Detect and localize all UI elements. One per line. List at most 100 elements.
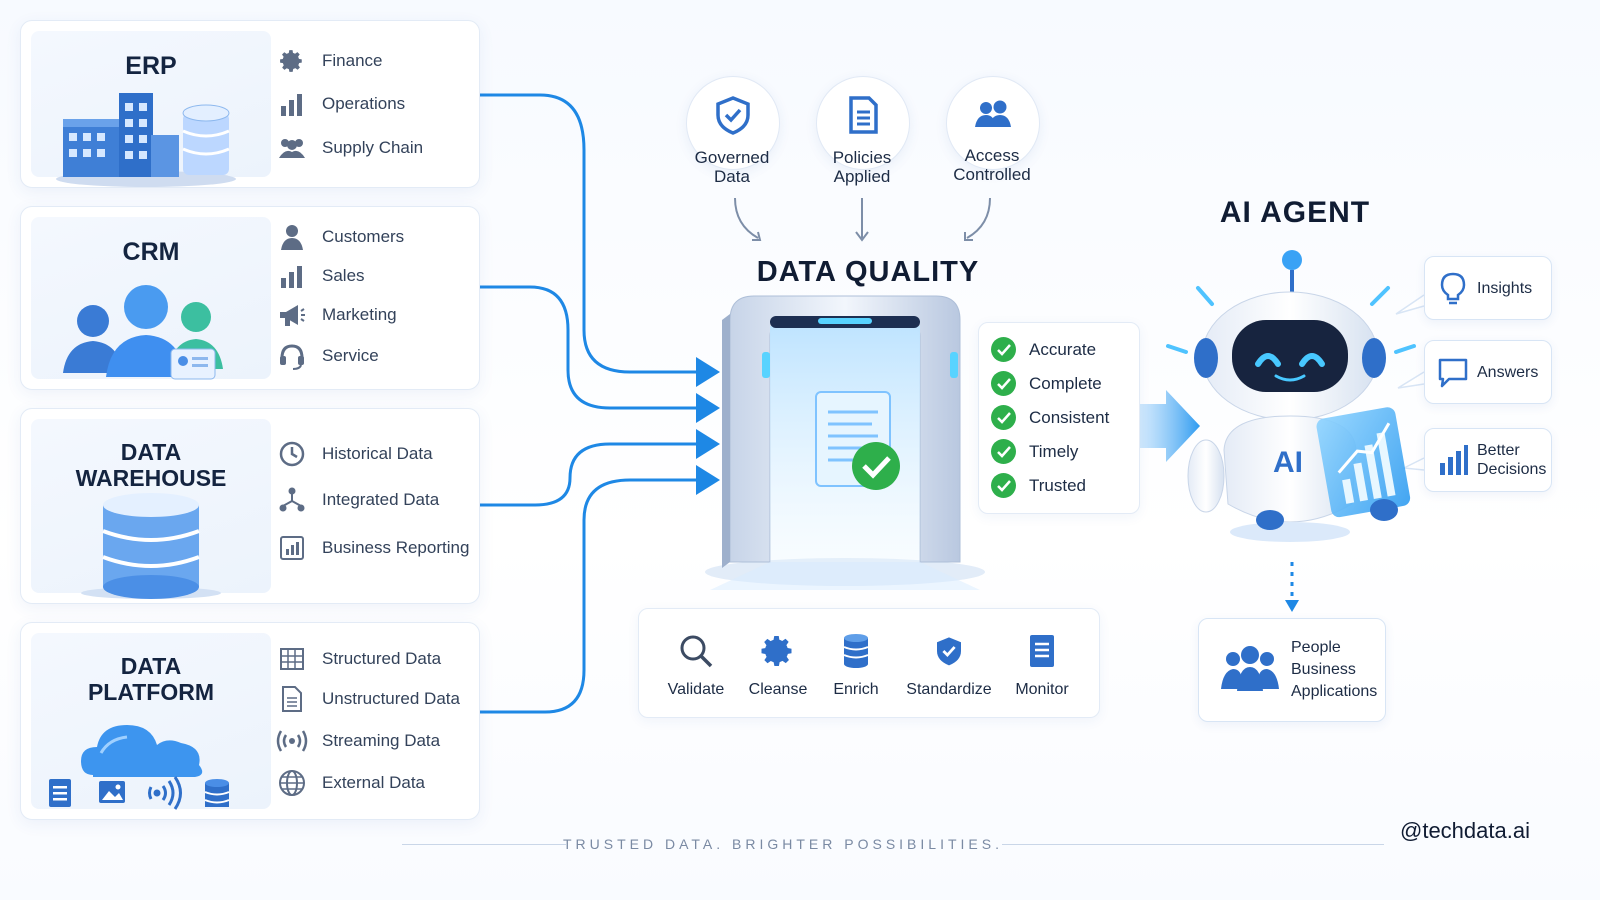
tagline-divider-left xyxy=(402,844,566,845)
report-chart-icon xyxy=(276,534,308,562)
ai-robot-illustration xyxy=(1166,250,1416,542)
connector-platform xyxy=(470,465,720,714)
document-check xyxy=(815,391,900,490)
list-item[interactable]: Sales xyxy=(276,262,365,290)
data-platform-card[interactable]: DATA PLATFORM Structured Data Unstructur… xyxy=(20,622,480,820)
image-icon xyxy=(99,781,125,803)
connector-crm xyxy=(470,285,720,423)
crm-people-illustration xyxy=(63,285,223,380)
bar-chart-icon xyxy=(276,90,308,118)
erp-building-illustration xyxy=(56,93,236,187)
check-consistent: Consistent xyxy=(991,405,1109,430)
output-answers[interactable]: Answers xyxy=(1424,340,1552,404)
list-item[interactable]: Service xyxy=(276,342,379,370)
output-better-decisions[interactable]: Better Decisions xyxy=(1424,428,1552,492)
list-item[interactable]: External Data xyxy=(276,769,425,797)
gov-arrow-1 xyxy=(734,197,759,239)
check-icon xyxy=(991,337,1016,362)
data-quality-gate-illustration xyxy=(705,295,985,590)
step-monitor[interactable]: Monitor xyxy=(997,631,1087,699)
shield-check-icon xyxy=(937,637,961,666)
crm-panel: CRM xyxy=(31,217,271,380)
connector-warehouse xyxy=(470,429,720,507)
access-controlled-label: Access Controlled xyxy=(953,146,1031,184)
headset-icon xyxy=(276,342,308,370)
step-cleanse[interactable]: Cleanse xyxy=(733,631,823,699)
gov-arrow-3 xyxy=(966,197,991,239)
magnifier-icon xyxy=(680,635,713,668)
shield-check-icon xyxy=(716,96,750,135)
database-icon xyxy=(204,779,230,807)
crm-title: CRM xyxy=(122,238,180,266)
megaphone-icon xyxy=(276,301,308,329)
cloud-illustration xyxy=(49,725,230,810)
check-icon xyxy=(991,405,1016,430)
governed-data-label: Governed Data xyxy=(694,148,770,186)
users-icon xyxy=(975,100,1011,127)
policies-applied-label: Policies Applied xyxy=(832,148,892,186)
data-warehouse-title: DATA WAREHOUSE xyxy=(75,439,227,491)
output-insights[interactable]: Insights xyxy=(1424,256,1552,320)
list-item[interactable]: Finance xyxy=(276,47,382,75)
users-group-icon xyxy=(1221,646,1279,691)
document-icon xyxy=(49,779,71,807)
list-item[interactable]: Supply Chain xyxy=(276,134,423,162)
gear-icon xyxy=(276,47,308,75)
grid-table-icon xyxy=(276,645,308,673)
list-item[interactable]: Streaming Data xyxy=(276,727,440,755)
list-item[interactable]: Unstructured Data xyxy=(276,685,460,713)
user-icon xyxy=(276,223,308,251)
list-item[interactable]: Operations xyxy=(276,90,405,118)
step-enrich[interactable]: Enrich xyxy=(811,631,901,699)
data-quality-title: DATA QUALITY xyxy=(756,256,980,288)
governed-data-badge[interactable] xyxy=(686,76,780,170)
data-platform-title: DATA PLATFORM xyxy=(87,653,215,705)
gear-icon xyxy=(761,636,792,666)
connector-erp xyxy=(470,93,720,387)
bar-chart-icon xyxy=(276,262,308,290)
list-item[interactable]: Business Reporting xyxy=(276,534,469,562)
check-icon xyxy=(991,439,1016,464)
document-icon xyxy=(276,685,308,713)
crm-card[interactable]: CRM Customers Sales Marketing Serv xyxy=(20,206,480,390)
clipboard-icon xyxy=(1030,635,1054,667)
erp-title: ERP xyxy=(125,52,177,80)
network-nodes-icon xyxy=(276,486,308,514)
list-item[interactable]: Marketing xyxy=(276,301,397,329)
check-accurate: Accurate xyxy=(991,337,1096,362)
lightbulb-icon xyxy=(1440,272,1466,305)
check-icon xyxy=(991,473,1016,498)
check-trusted: Trusted xyxy=(991,473,1086,498)
chat-bubble-icon xyxy=(1438,358,1468,388)
people-business-applications-card[interactable]: People Business Applications xyxy=(1198,618,1386,722)
brand-handle: @techdata.ai xyxy=(1400,818,1530,843)
erp-panel: ERP xyxy=(31,31,271,187)
policies-applied-badge[interactable] xyxy=(816,76,910,170)
process-steps-card: Validate Cleanse Enrich Standardize Moni… xyxy=(638,608,1100,718)
streaming-icon xyxy=(148,776,182,810)
tagline-divider-right xyxy=(1002,844,1384,845)
check-icon xyxy=(991,371,1016,396)
data-warehouse-panel: DATA WAREHOUSE xyxy=(31,419,271,599)
access-controlled-badge[interactable] xyxy=(946,76,1040,170)
erp-card[interactable]: ERP Finance Operations Supply Chain xyxy=(20,20,480,188)
policy-document-icon xyxy=(849,96,878,134)
step-validate[interactable]: Validate xyxy=(651,631,741,699)
data-warehouse-card[interactable]: DATA WAREHOUSE Historical Data Integrate… xyxy=(20,408,480,604)
clock-icon xyxy=(276,440,308,468)
quality-checks-card: Accurate Complete Consistent Timely Trus… xyxy=(978,322,1140,514)
step-standardize[interactable]: Standardize xyxy=(901,631,997,699)
list-item[interactable]: Customers xyxy=(276,223,404,251)
database-illustration xyxy=(81,493,221,599)
ai-badge-label: AI xyxy=(1273,446,1303,479)
ai-agent-title: AI AGENT xyxy=(1219,196,1371,229)
list-item[interactable]: Integrated Data xyxy=(276,486,439,514)
data-platform-panel: DATA PLATFORM xyxy=(31,633,271,810)
tagline: TRUSTED DATA. BRIGHTER POSSIBILITIES. xyxy=(563,836,1003,852)
broadcast-icon xyxy=(276,727,308,755)
list-item[interactable]: Historical Data xyxy=(276,440,433,468)
check-timely: Timely xyxy=(991,439,1078,464)
users-group-icon xyxy=(276,134,308,162)
list-item[interactable]: Structured Data xyxy=(276,645,441,673)
